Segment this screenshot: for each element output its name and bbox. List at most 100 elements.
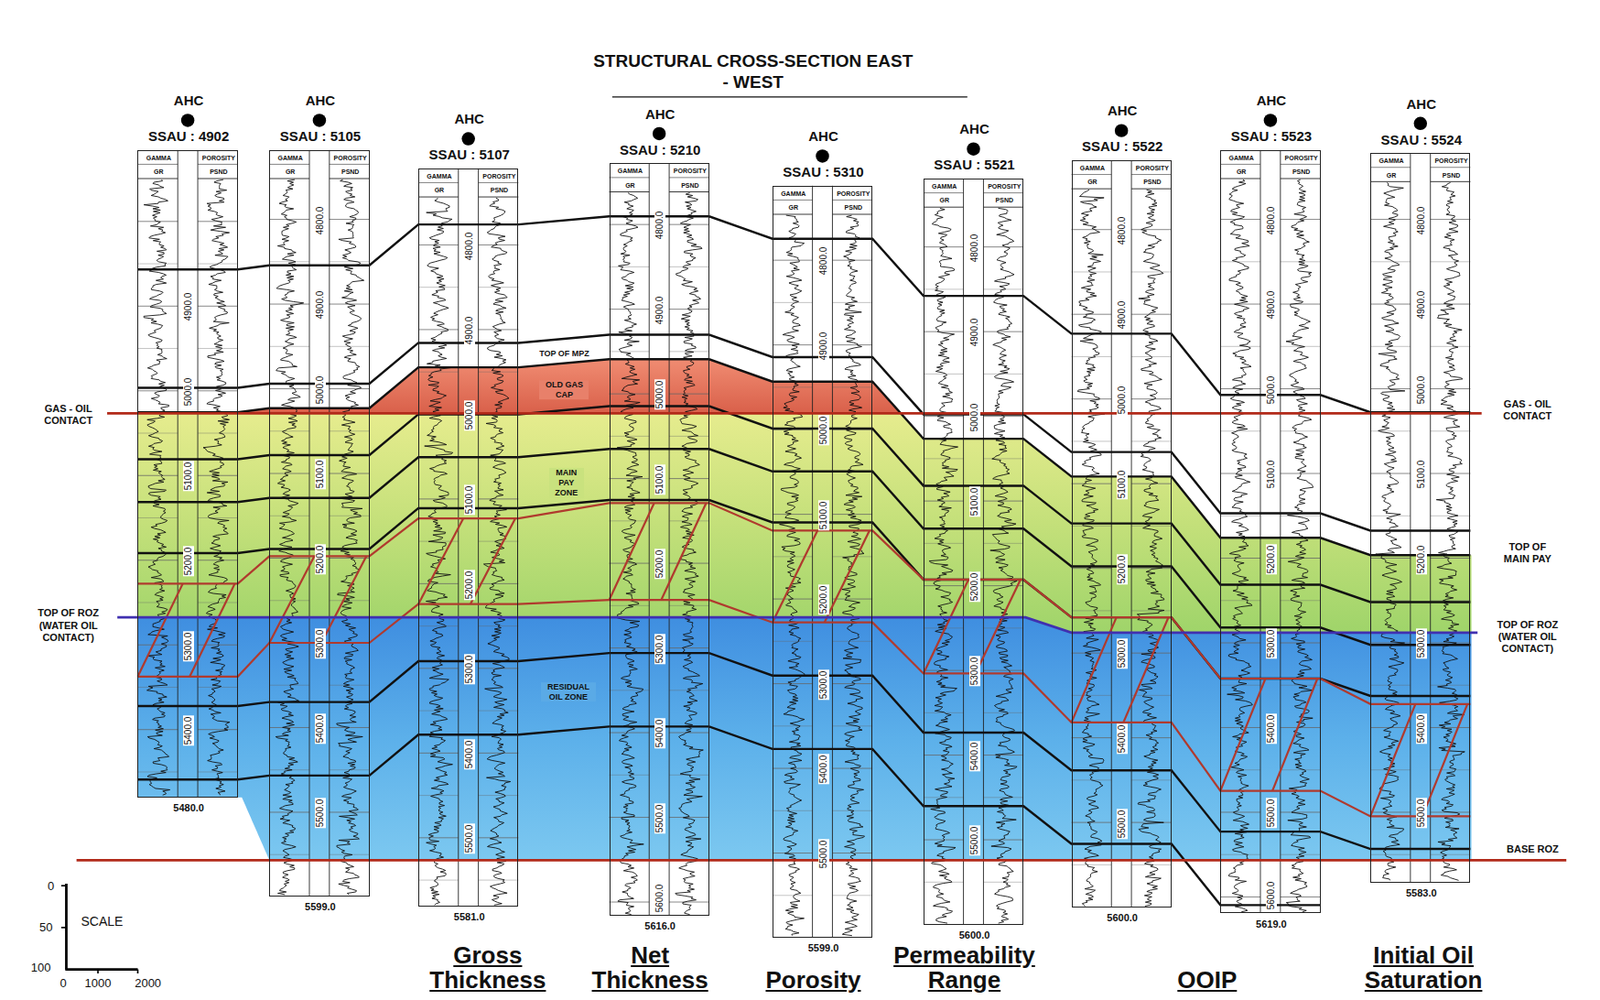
grid-line — [1131, 525, 1172, 527]
track-header: GR — [625, 182, 636, 190]
grid-line — [1220, 473, 1261, 475]
grid-line — [1220, 260, 1261, 262]
header-line — [1220, 178, 1261, 180]
track-divider — [648, 162, 650, 916]
grid-line — [1370, 684, 1411, 686]
grid-line — [1071, 483, 1113, 485]
grid-line — [923, 457, 964, 459]
header-line — [478, 182, 519, 184]
depth-label: 4800.0 — [1416, 205, 1428, 236]
depth-label: 5100.0 — [464, 485, 476, 516]
depth-label: 5600.0 — [1265, 880, 1277, 911]
total-depth: 5599.0 — [808, 941, 840, 954]
porosity-curve — [1136, 189, 1165, 906]
track-divider — [1259, 150, 1261, 913]
well-status: AHC — [808, 128, 839, 145]
contact-label: BASE ROZ — [1504, 843, 1561, 855]
track-header: GAMMA — [1378, 157, 1404, 165]
track-header: GAMMA — [146, 153, 172, 162]
depth-label: 5400.0 — [1116, 724, 1128, 755]
header-line — [197, 163, 238, 165]
depth-label: 5400.0 — [654, 718, 666, 749]
well-symbol — [1114, 123, 1128, 137]
roz-fill — [137, 616, 1471, 860]
grid-line — [669, 393, 710, 395]
grid-line — [418, 836, 459, 838]
grid-line — [609, 901, 650, 903]
gamma-curve — [143, 179, 171, 795]
well-log: AHCSSAU : 5522GAMMAGRPOROSITYPSND4800.04… — [1071, 160, 1172, 908]
well-log: AHCSSAU : 5523GAMMAGRPOROSITYPSND4800.04… — [1220, 150, 1320, 914]
total-depth: 5480.0 — [172, 802, 205, 815]
depth-label: 5100.0 — [1265, 459, 1277, 490]
header-line — [1131, 188, 1172, 190]
total-depth: 5600.0 — [1106, 912, 1138, 925]
grid-line — [1071, 525, 1113, 527]
grid-line — [609, 562, 650, 564]
porosity-curve — [675, 193, 703, 915]
grid-line — [1430, 599, 1471, 601]
track-divider — [1409, 152, 1411, 883]
depth-label: 4900.0 — [969, 317, 981, 348]
grid-line — [1131, 228, 1172, 230]
grid-line — [772, 894, 813, 896]
grid-line — [269, 303, 310, 305]
grid-line — [197, 644, 238, 646]
depth-label: 5000.0 — [314, 374, 326, 405]
track-header: GR — [788, 204, 799, 212]
red-diagonal — [975, 579, 1021, 674]
grid-line — [137, 305, 178, 307]
well-name: SSAU : 4902 — [148, 128, 229, 145]
grid-line — [772, 724, 813, 726]
grid-line — [669, 901, 710, 903]
well-symbol — [313, 113, 326, 127]
total-depth: 5599.0 — [304, 901, 336, 914]
grid-line — [478, 794, 519, 796]
red-diagonal — [1370, 703, 1416, 817]
depth-label: 5000.0 — [1265, 374, 1277, 405]
grid-line — [269, 345, 310, 347]
depth-label: 5500.0 — [1116, 808, 1128, 839]
grid-line — [1131, 609, 1172, 611]
track-header: GR — [1236, 168, 1247, 176]
attribute-label: Porosity — [765, 967, 861, 993]
grid-line — [609, 647, 650, 649]
red-diagonal — [470, 518, 516, 605]
grid-line — [418, 879, 459, 881]
track-header: POROSITY — [987, 183, 1021, 191]
grid-line — [1430, 515, 1471, 517]
depth-label: 5200.0 — [183, 546, 195, 577]
grid-line — [1430, 218, 1471, 220]
scale-tick — [61, 926, 67, 929]
gamma-curve — [1077, 189, 1105, 906]
header-line — [418, 182, 459, 184]
depth-label: 5200.0 — [1265, 543, 1277, 574]
grid-line — [1131, 270, 1172, 272]
well-log: AHCSSAU : 5210GAMMAGRPOROSITYPSND4800.04… — [609, 162, 710, 916]
depth-label: 4900.0 — [1265, 290, 1277, 321]
grid-line — [418, 625, 459, 627]
grid-line — [983, 542, 1024, 544]
track-divider — [328, 150, 330, 897]
grid-line — [269, 599, 310, 601]
header-line — [772, 214, 813, 216]
depth-label: 5500.0 — [818, 839, 830, 870]
grid-line — [983, 500, 1024, 502]
grid-line — [1131, 821, 1172, 823]
well-log: AHCSSAU : 4902GAMMAGRPOROSITYPSND4900.05… — [137, 150, 238, 798]
grid-line — [137, 517, 178, 519]
well-track — [609, 162, 710, 916]
well-status: AHC — [305, 92, 336, 109]
well-status: AHC — [1406, 96, 1438, 113]
attribute-label: Permeability Range — [872, 942, 1056, 993]
grid-line — [669, 562, 710, 564]
grid-line — [983, 754, 1024, 756]
grid-line — [1071, 864, 1113, 865]
header-line — [923, 192, 964, 194]
attribute-label: Gross Thickness — [414, 942, 562, 993]
grid-line — [1220, 854, 1261, 855]
grid-line — [197, 559, 238, 561]
zone-label: MAIN PAY ZONE — [549, 467, 584, 498]
header-line — [1220, 163, 1261, 165]
